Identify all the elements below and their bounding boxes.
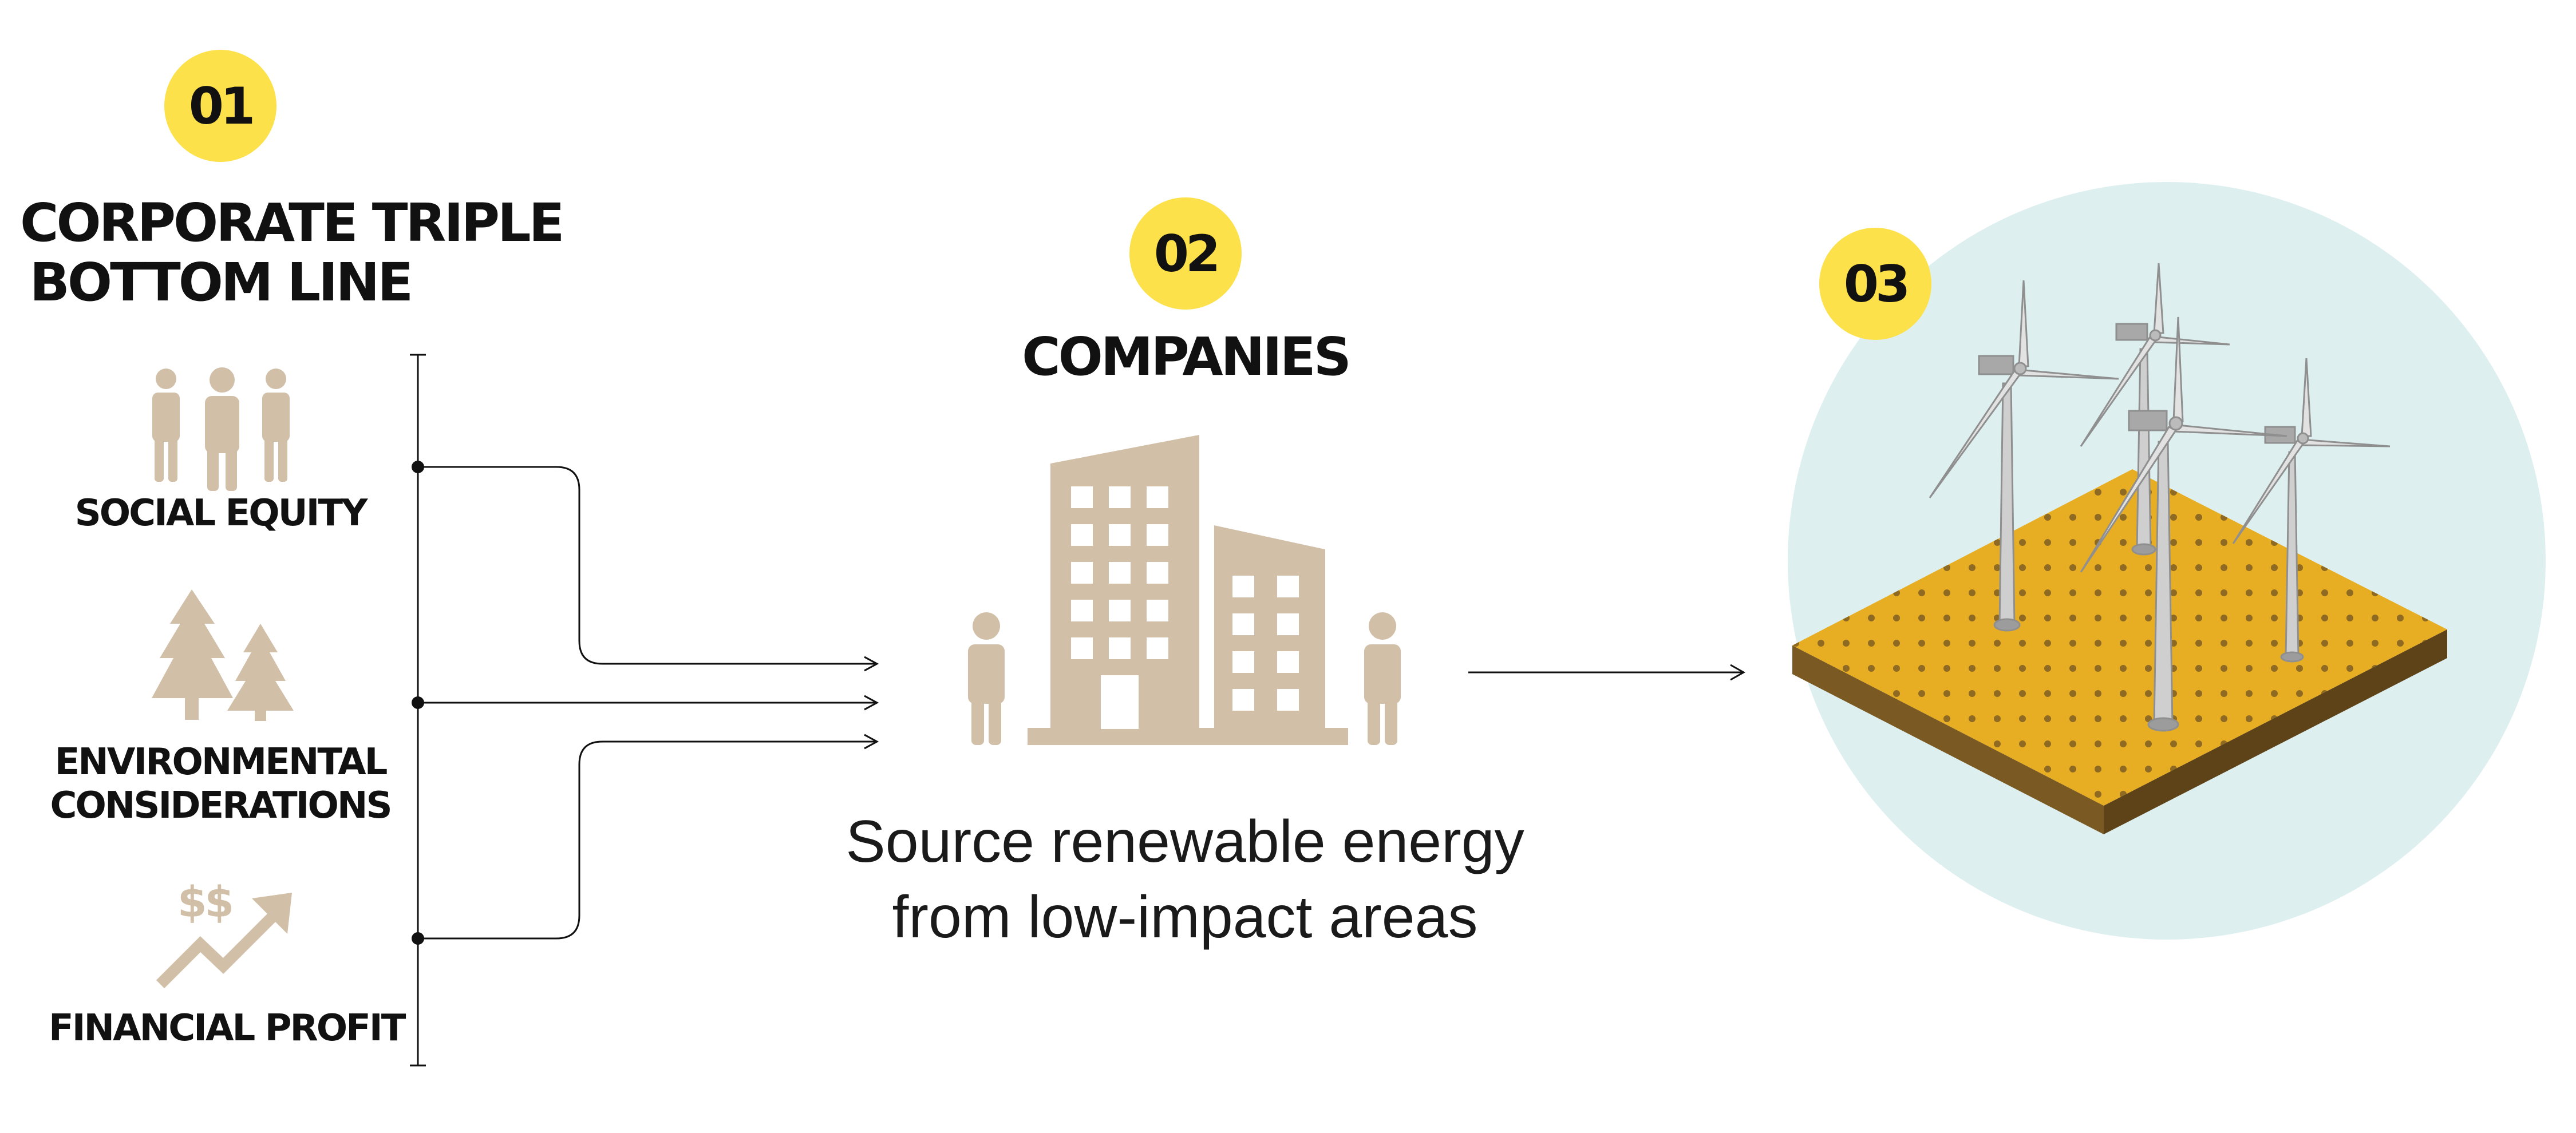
pillar-financial-profit-label: FINANCIAL PROFIT [49, 1007, 406, 1049]
companies-caption-line1: Source renewable energy [846, 809, 1524, 875]
people-icon [152, 367, 290, 491]
dollar-signs: $$ [177, 878, 234, 927]
companies-caption-line2: from low-impact areas [892, 884, 1478, 951]
step-03-number: 03 [1843, 254, 1910, 314]
pillar-social-equity-label: SOCIAL EQUITY [74, 492, 368, 534]
step-01-title-line2: BOTTOM LINE [29, 251, 413, 313]
wind-farm-illustration [1788, 182, 2546, 940]
step-03-badge: 03 [1819, 228, 1931, 340]
wind-turbines [1929, 263, 2391, 732]
ground-slab [1792, 469, 2447, 834]
step-01-badge: 01 [164, 50, 276, 162]
profit-icon: $$ [155, 878, 298, 990]
pillar-environmental-label: ENVIRONMENTAL CONSIDERATIONS [50, 741, 392, 827]
buildings-icon [968, 435, 1401, 745]
step-02-title: COMPANIES [1022, 326, 1352, 387]
trees-icon [152, 589, 294, 721]
step-02-badge: 02 [1129, 197, 1242, 310]
companies-caption: Source renewable energy from low-impact … [756, 804, 1614, 955]
step-01-number: 01 [188, 76, 255, 136]
step-02-number: 02 [1153, 224, 1220, 283]
